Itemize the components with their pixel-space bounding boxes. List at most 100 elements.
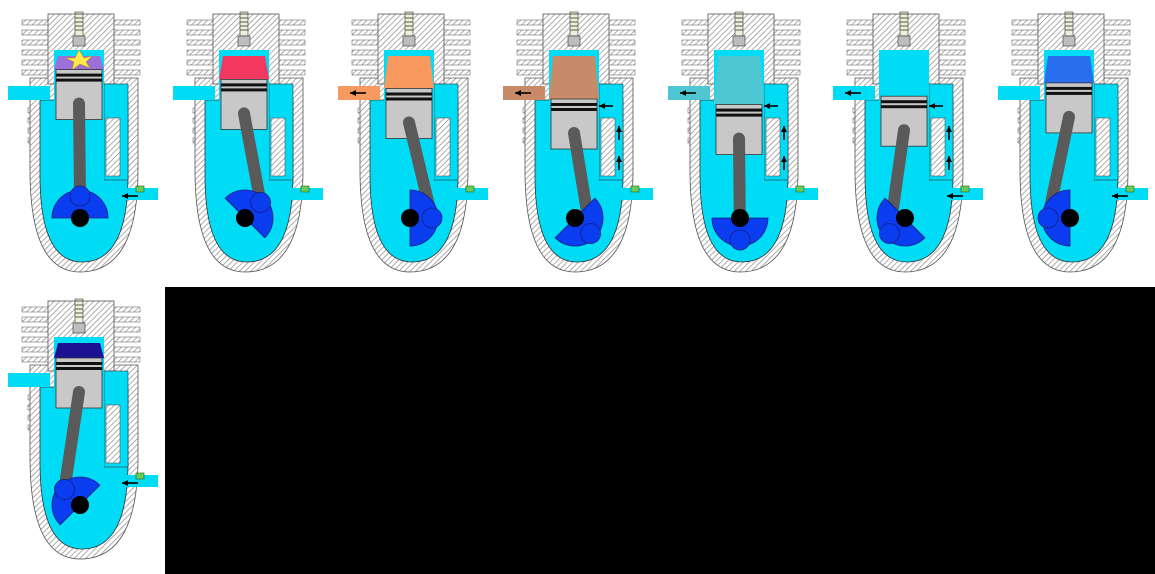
cooling-fin-right: [112, 307, 140, 312]
cooling-fin-right: [112, 30, 140, 35]
exhaust-port: [8, 86, 50, 100]
transfer-wall: [106, 118, 120, 176]
cooling-fin-left: [847, 30, 875, 35]
cooling-fin-right: [112, 337, 140, 342]
cooling-fin-left: [22, 327, 50, 332]
crank-pin: [879, 224, 899, 244]
cooling-fin-right: [772, 30, 800, 35]
cooling-fin-right: [112, 70, 140, 75]
cooling-fin-left: [352, 30, 380, 35]
spark-plug: [240, 12, 248, 36]
cooling-fin-left: [847, 50, 875, 55]
engine-frame-3: [330, 0, 495, 287]
spark-plug-nut: [1063, 36, 1075, 46]
engine-frame-2: [165, 0, 330, 287]
reed-valve: [301, 186, 309, 192]
cooling-fin-right: [112, 357, 140, 362]
cooling-fin-right: [607, 70, 635, 75]
transfer-wall: [1096, 118, 1110, 176]
cooling-fin-left: [22, 307, 50, 312]
cooling-fin-left: [22, 337, 50, 342]
cooling-fin-left: [22, 20, 50, 25]
cooling-fin-left: [682, 30, 710, 35]
cooling-fin-left: [517, 60, 545, 65]
spark-plug-nut: [73, 323, 85, 333]
spark-plug: [75, 12, 83, 36]
spark-plug: [405, 12, 413, 36]
spark-plug-nut: [898, 36, 910, 46]
cooling-fin-left: [682, 20, 710, 25]
cooling-fin-right: [277, 30, 305, 35]
transfer-wall: [601, 118, 615, 176]
spark-plug-nut: [568, 36, 580, 46]
reed-valve: [1126, 186, 1134, 192]
exhaust-port: [998, 86, 1040, 100]
engine-frame-5: [660, 0, 825, 287]
reed-valve: [631, 186, 639, 192]
crank-pin: [1038, 208, 1058, 228]
combustion-chamber: [219, 56, 269, 79]
cooling-fin-right: [1102, 50, 1130, 55]
transfer-wall: [766, 118, 780, 176]
cooling-fin-left: [847, 70, 875, 75]
cooling-fin-right: [112, 317, 140, 322]
transfer-wall: [271, 118, 285, 176]
cooling-fin-left: [847, 60, 875, 65]
cooling-fin-right: [937, 40, 965, 45]
engine-frame-6: [825, 0, 990, 287]
cooling-fin-right: [772, 50, 800, 55]
cooling-fin-right: [607, 60, 635, 65]
combustion-chamber: [1044, 56, 1094, 83]
cooling-fin-right: [937, 50, 965, 55]
cooling-fin-right: [277, 50, 305, 55]
exhaust-port: [173, 86, 215, 100]
piston-ring: [386, 93, 432, 96]
cooling-fin-right: [937, 60, 965, 65]
combustion-chamber: [549, 56, 599, 99]
combustion-chamber: [714, 56, 764, 105]
piston-ring: [1046, 87, 1092, 90]
cooling-fin-right: [112, 347, 140, 352]
reed-valve: [136, 186, 144, 192]
engine-frame-1: [0, 0, 165, 287]
spark-plug-nut: [733, 36, 745, 46]
piston-ring: [551, 108, 597, 111]
crank-pin: [422, 208, 442, 228]
cooling-fin-left: [1012, 50, 1040, 55]
cooling-fin-left: [352, 20, 380, 25]
reed-valve: [136, 473, 144, 479]
piston-ring: [881, 105, 927, 108]
cooling-fin-right: [1102, 70, 1130, 75]
cooling-fin-left: [187, 30, 215, 35]
cooling-fin-left: [352, 60, 380, 65]
piston-ring: [56, 79, 102, 82]
cooling-fin-left: [22, 30, 50, 35]
cooling-fin-right: [607, 30, 635, 35]
exhaust-port: [8, 373, 50, 387]
cooling-fin-left: [22, 347, 50, 352]
spark-plug: [75, 299, 83, 323]
crankshaft: [896, 209, 914, 227]
cooling-fin-left: [682, 50, 710, 55]
cooling-fin-right: [442, 50, 470, 55]
cooling-fin-right: [112, 20, 140, 25]
combustion-chamber: [54, 343, 104, 358]
piston-ring: [1046, 92, 1092, 95]
cooling-fin-right: [112, 60, 140, 65]
piston-ring: [386, 98, 432, 101]
combustion-chamber: [384, 56, 434, 89]
cooling-fin-left: [682, 70, 710, 75]
spark-plug-nut: [238, 36, 250, 46]
cooling-fin-left: [1012, 70, 1040, 75]
cooling-fin-left: [187, 60, 215, 65]
cooling-fin-left: [352, 50, 380, 55]
cooling-fin-right: [607, 50, 635, 55]
spark-plug: [900, 12, 908, 36]
piston-ring: [221, 83, 267, 86]
cooling-fin-right: [607, 20, 635, 25]
cooling-fin-right: [1102, 60, 1130, 65]
crankshaft: [71, 496, 89, 514]
engine-frame-7: [990, 0, 1155, 287]
crank-pin: [54, 479, 74, 499]
